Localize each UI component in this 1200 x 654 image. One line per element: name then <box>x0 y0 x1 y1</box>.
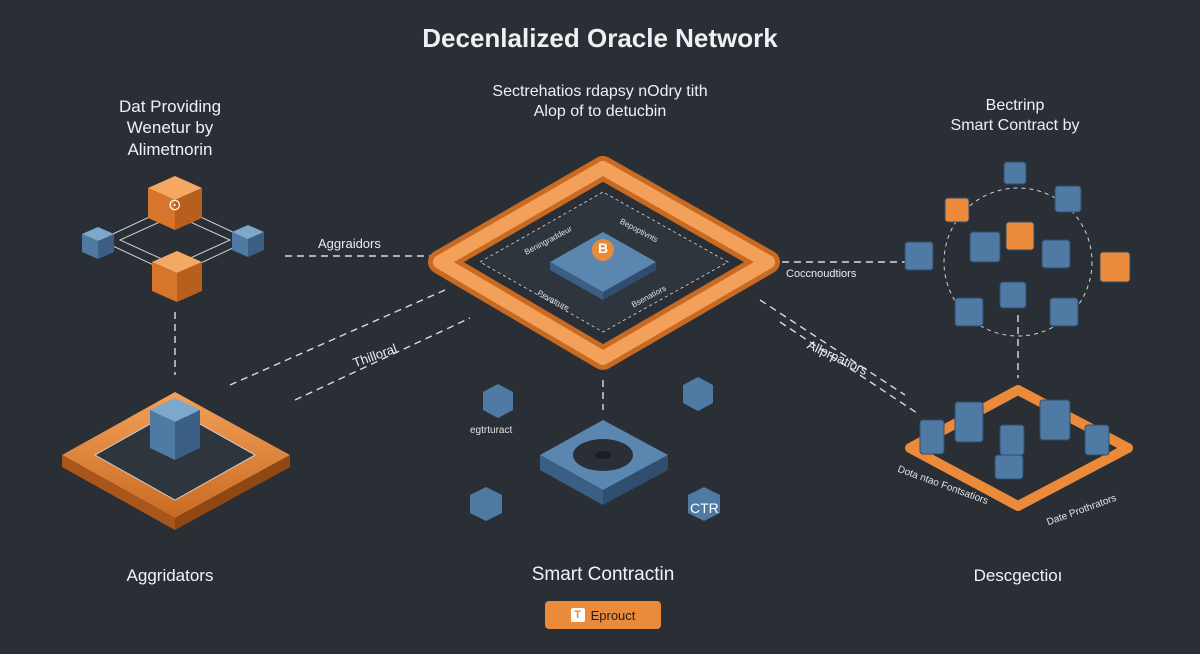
edge-label-right: Coccnoudtiors <box>786 268 857 280</box>
data-platform <box>905 385 1133 511</box>
oracle-ring <box>428 156 780 370</box>
provider-label: Dat Providing Wenetur by Alimetnorin <box>118 97 222 159</box>
contract-icon-tr <box>683 377 713 411</box>
aggregator-server <box>150 398 200 460</box>
smart-contract-tile <box>470 377 720 521</box>
contract-icon-tl <box>483 384 513 418</box>
bottom-label-right: Descgectioı <box>973 566 1063 585</box>
oracle-core-tile <box>550 232 656 300</box>
export-button[interactable]: T Eprouct <box>545 601 661 629</box>
smart-contract-cluster <box>904 161 1131 337</box>
oracle-label: Sectrehatios rdapsy nOdry tith Alop of t… <box>492 83 708 120</box>
bottom-label-center: Smart Contractin <box>531 564 675 585</box>
provider-cube-left <box>82 227 114 259</box>
aggregator-platform <box>62 392 290 530</box>
ctr-icon-caption: CTR <box>690 500 719 516</box>
contract-icon-br <box>688 487 720 521</box>
contract-icon-bl <box>470 487 502 521</box>
provider-cube-right <box>232 225 264 257</box>
export-button-label: Eprouct <box>590 607 636 623</box>
contract-icon-caption: egtrturact <box>470 425 513 436</box>
contract-label: Bectrinp Smart Contract by <box>950 97 1080 134</box>
bottom-label-left: Aggridators <box>126 566 214 585</box>
connector-lines <box>174 255 1019 416</box>
provider-cube-bottom <box>152 251 202 302</box>
data-provider-cluster: ⊙ <box>82 176 264 302</box>
svg-text:⊙: ⊙ <box>168 195 181 214</box>
provider-cube-top: ⊙ <box>148 176 202 230</box>
diagram-title: Decenlalized Oracle Network <box>422 23 778 53</box>
edge-label-left: Aggraidors <box>318 236 381 251</box>
export-icon: T <box>570 608 585 622</box>
coin-letter: B <box>598 240 609 256</box>
